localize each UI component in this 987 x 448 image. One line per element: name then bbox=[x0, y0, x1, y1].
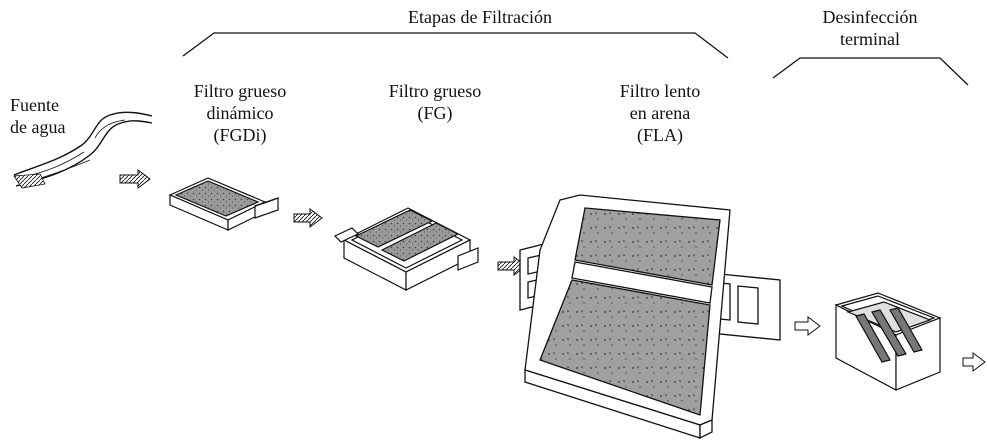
stages-bracket bbox=[182, 32, 729, 59]
fgdi-filter-unit bbox=[168, 177, 279, 231]
flow-arrow-4 bbox=[794, 316, 821, 336]
fg-filter-unit bbox=[333, 207, 479, 291]
flow-arrow-1 bbox=[119, 169, 151, 189]
stages-title: Etapas de Filtración bbox=[408, 7, 552, 27]
flow-arrow-5 bbox=[962, 352, 986, 372]
disinfection-unit bbox=[834, 292, 942, 391]
fg-label: Filtro grueso (FG) bbox=[388, 81, 482, 123]
fla-filter-unit bbox=[519, 194, 781, 440]
river-icon bbox=[13, 111, 153, 189]
disinfection-title: Desinfección terminal bbox=[822, 7, 918, 49]
flow-arrow-2 bbox=[293, 208, 323, 228]
fgdi-label: Filtro grueso dinámico (FGDi) bbox=[193, 81, 287, 145]
disinfection-bracket bbox=[772, 57, 969, 86]
fla-label: Filtro lento en arena (FLA) bbox=[619, 81, 701, 145]
source-label: Fuente de agua bbox=[10, 95, 66, 137]
